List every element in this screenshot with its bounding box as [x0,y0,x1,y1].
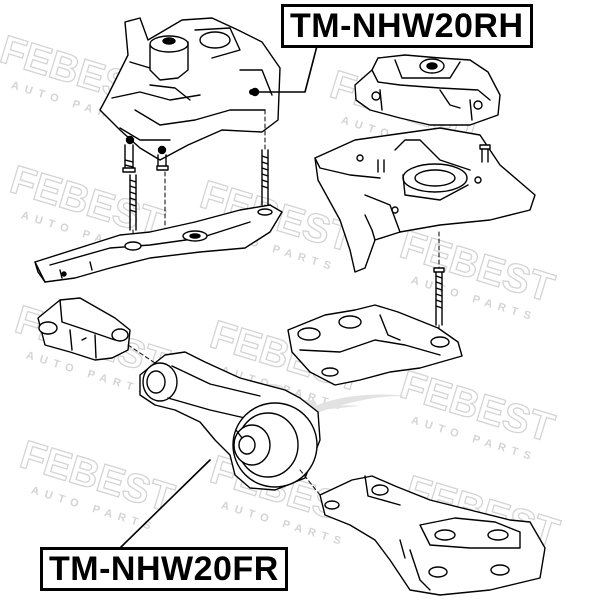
upper-mount-assembly [99,17,281,173]
stud-bolts-left [129,149,269,231]
part-number-label-fr: TM-NHW20FR [40,547,288,591]
rubber-mount-rh [354,54,501,126]
bottom-base-bracket [319,475,546,596]
part-number-label-rh: TM-NHW20RH [281,4,533,48]
support-bracket-rh [314,127,536,273]
lower-left-bracket [34,204,283,283]
stud-bolt-right [433,267,445,326]
leader-line-fr [119,459,211,549]
line-art [34,17,546,596]
leader-lines [119,41,319,549]
small-cushion [37,297,131,361]
leader-dot-rh [249,89,255,95]
alignment-lines-cushion [127,344,159,366]
front-mount-link [139,351,321,491]
alignment-lines-bottom [299,469,321,496]
lower-right-bracket [287,304,463,386]
leader-line-rh [251,41,319,93]
